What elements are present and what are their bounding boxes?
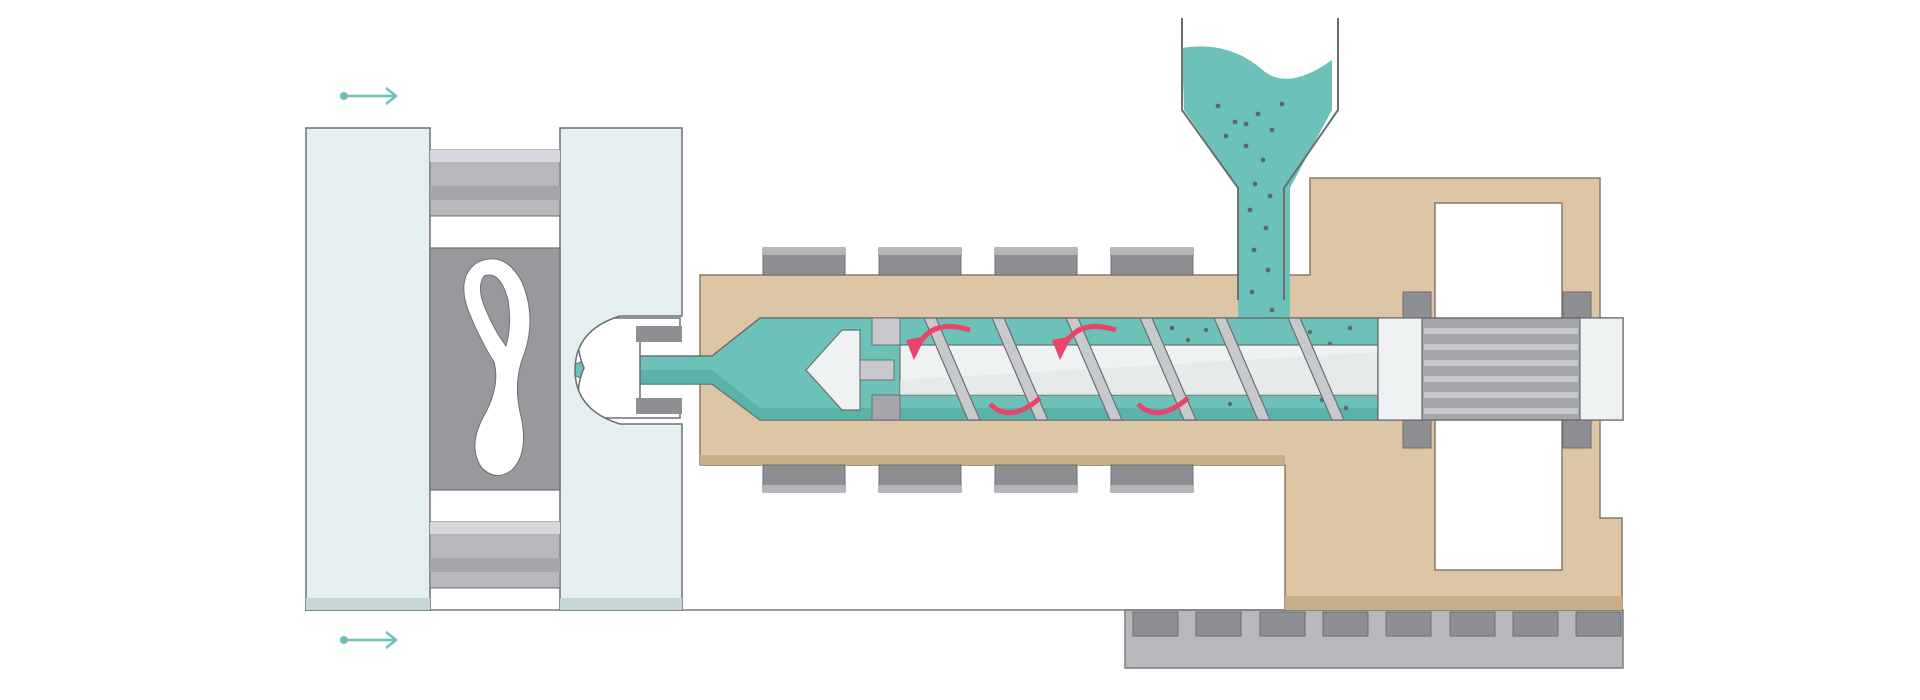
heater-band-top: [762, 247, 1194, 276]
screw-tip: [805, 317, 901, 421]
mold-cavity: [429, 247, 561, 491]
machine-base: [305, 609, 1624, 669]
hopper: [1181, 18, 1339, 349]
rotation-arrow-icon: [1052, 323, 1190, 416]
rotation-arrow-icon: [906, 323, 1042, 416]
tie-bar-bottom: [429, 521, 561, 589]
tie-bar-top: [429, 149, 561, 217]
rotation-arrows: [906, 323, 1190, 416]
heater-band-bottom: [762, 464, 1194, 493]
screw: [899, 317, 1381, 421]
plastic-pellets: [1215, 101, 1285, 313]
right-arrow-icon: [340, 631, 399, 649]
screw-flights: [923, 317, 1345, 421]
heater-bands: [762, 247, 1194, 493]
piston-ribs: [1424, 328, 1578, 414]
base-rail-teeth: [1132, 611, 1622, 637]
direction-arrows: [340, 87, 399, 649]
hydraulic-unit: [1377, 291, 1624, 449]
mold-clamp: [305, 127, 683, 611]
spoon-part-icon: [463, 258, 531, 476]
right-arrow-icon: [340, 87, 399, 105]
